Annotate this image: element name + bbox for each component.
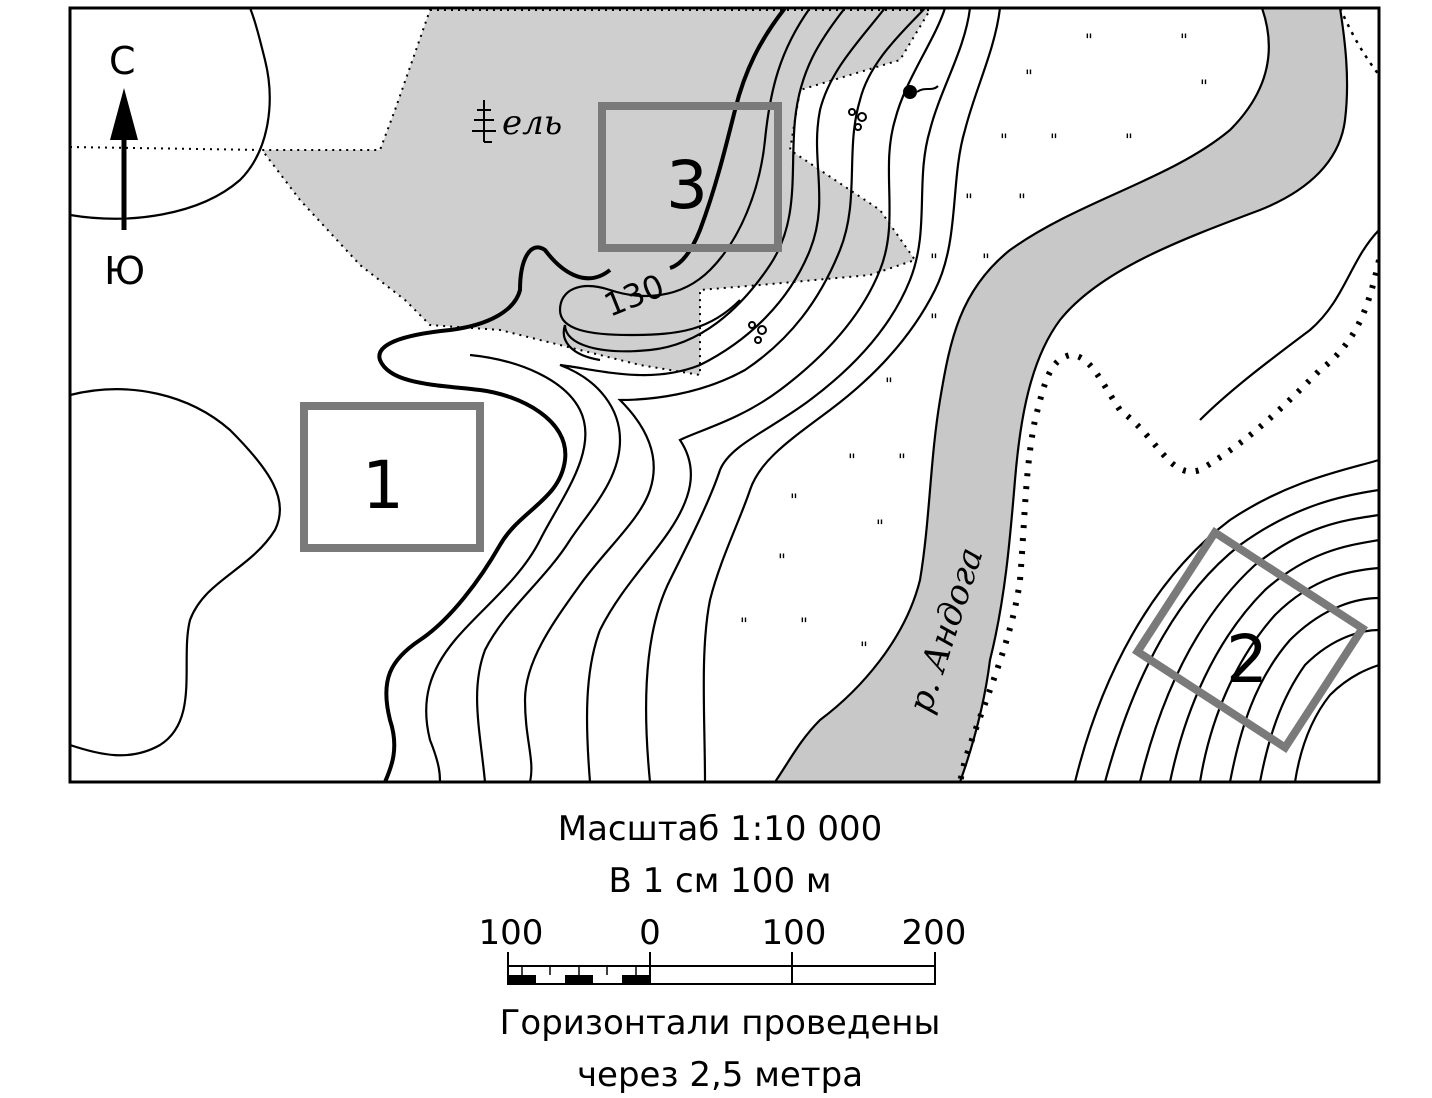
contour-8	[702, 8, 1002, 782]
contour-se-8	[1293, 663, 1379, 782]
site-box-3	[598, 102, 782, 252]
site-number-1: 1	[362, 447, 404, 524]
svg-text:": "	[1085, 31, 1093, 51]
contour-4	[476, 8, 886, 782]
site-number-2: 2	[1226, 621, 1268, 698]
svg-text:": "	[800, 615, 808, 635]
svg-text:": "	[1018, 191, 1026, 211]
meadow-symbols: " " " " " " " " " " " " " " " " " " " " …	[740, 31, 1208, 659]
svg-text:": "	[740, 615, 748, 635]
scale-bar	[507, 952, 936, 985]
contour-2	[558, 8, 811, 337]
site-box-2	[1131, 526, 1369, 754]
svg-text:": "	[885, 375, 893, 395]
contour-hill-northwest	[70, 8, 271, 220]
compass-north-label: С	[109, 39, 136, 83]
contour-7	[644, 8, 972, 782]
forest-area	[259, 9, 932, 377]
bar-label-100: 100	[762, 913, 827, 953]
contour-se-5	[1198, 566, 1379, 782]
well-symbol	[903, 85, 939, 99]
river-andoga	[773, 8, 1349, 782]
contour-interval-note-line2: через 2,5 метра	[577, 1055, 863, 1095]
contour-3	[425, 8, 846, 782]
scale-title: Масштаб 1:10 000	[558, 809, 882, 849]
contour-se-3	[1138, 513, 1379, 782]
escarpment-river-bank	[957, 259, 1379, 782]
svg-text:": "	[876, 517, 884, 537]
site-number-3: 3	[666, 147, 708, 224]
contour-se-7	[1258, 628, 1379, 782]
forest-label: ель	[502, 103, 562, 143]
legend: Масштаб 1:10 000 В 1 см 100 м 100 0 100 …	[479, 809, 967, 1095]
svg-text:": "	[1200, 77, 1208, 97]
svg-text:": "	[930, 251, 938, 271]
spruce-tree-icon	[472, 100, 496, 143]
contour-se-6	[1228, 596, 1379, 782]
svg-text:": "	[860, 639, 868, 659]
svg-text:": "	[898, 451, 906, 471]
svg-text:": "	[1050, 131, 1058, 151]
svg-text:": "	[930, 311, 938, 331]
svg-text:": "	[1000, 131, 1008, 151]
spring-symbol-north	[848, 108, 867, 131]
svg-text:": "	[1125, 131, 1133, 151]
contour-6	[585, 8, 947, 782]
contour-hill-southwest	[70, 388, 282, 757]
bar-label-200: 200	[902, 913, 967, 953]
north-arrow	[110, 88, 138, 230]
site-box-1	[300, 402, 484, 552]
compass-south-label: Ю	[104, 249, 145, 293]
contour-interval-note-line1: Горизонтали проведены	[500, 1003, 941, 1043]
svg-text:": "	[790, 491, 798, 511]
boundary-dotted-line	[70, 146, 263, 151]
contour-5	[523, 8, 926, 782]
spring-symbol-south	[748, 321, 767, 344]
svg-text:": "	[1025, 67, 1033, 87]
map-frame	[68, 6, 1381, 784]
escarpment-east	[1338, 8, 1379, 76]
bar-label-100-left: 100	[479, 913, 544, 953]
svg-text:": "	[982, 251, 990, 271]
svg-text:": "	[965, 191, 973, 211]
contour-se-2	[1103, 488, 1379, 782]
svg-text:": "	[848, 451, 856, 471]
bar-label-0: 0	[639, 913, 661, 953]
svg-text:": "	[778, 551, 786, 571]
contour-se-inner	[1199, 229, 1379, 421]
map-area: " " " " " " " " " " " " " " " " " " " " …	[70, 8, 1379, 782]
scale-note: В 1 см 100 м	[608, 861, 831, 901]
contour-se-4	[1168, 538, 1379, 782]
svg-text:": "	[1180, 31, 1188, 51]
